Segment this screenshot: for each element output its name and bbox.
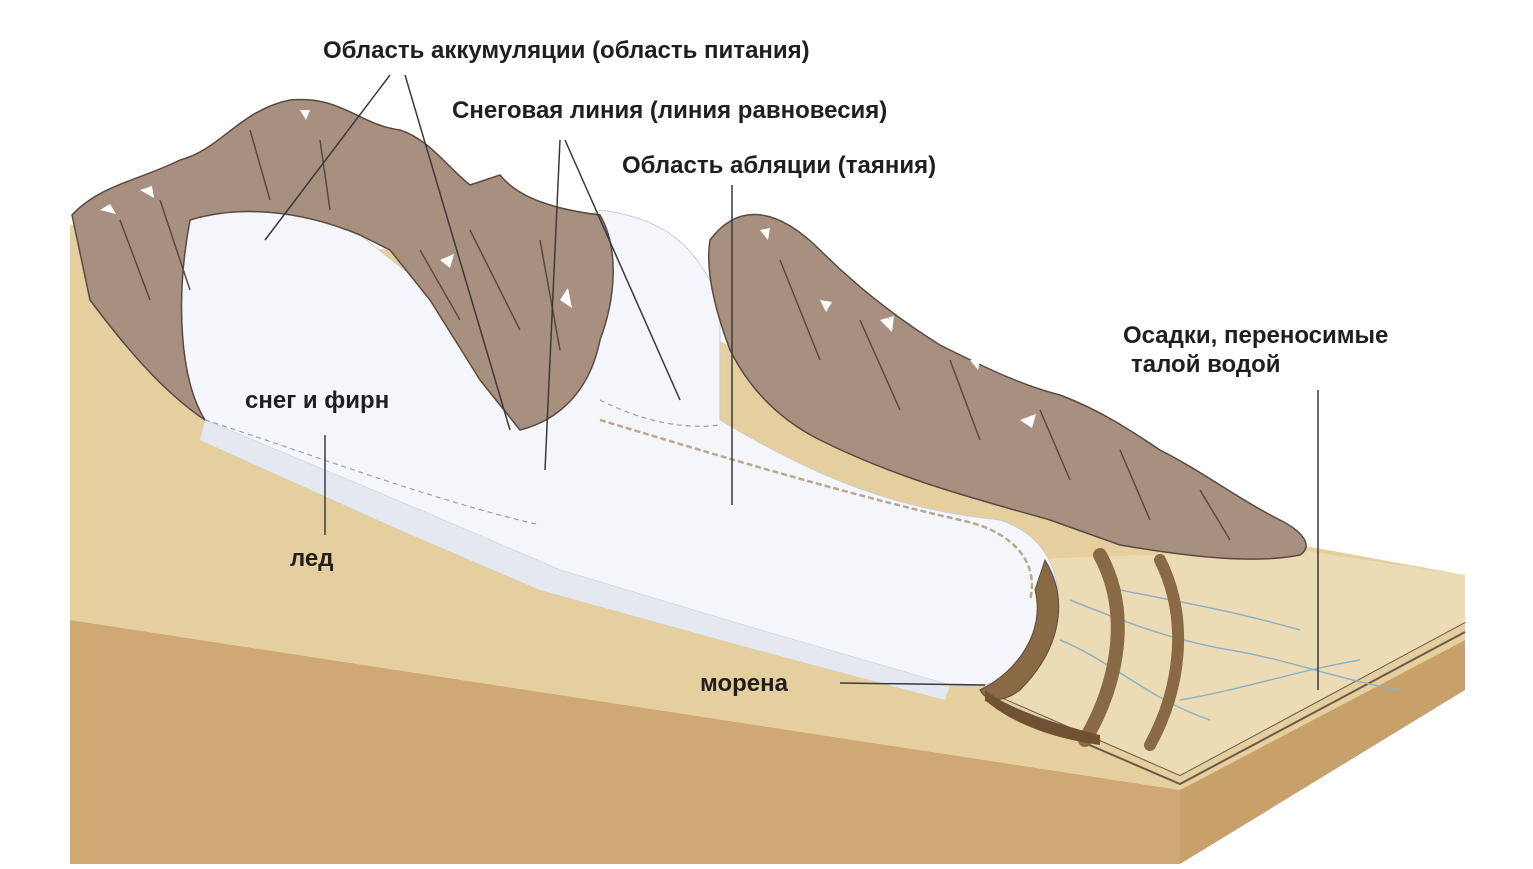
ground-side-face <box>1180 640 1465 864</box>
moraines <box>979 548 1185 751</box>
ground-front-face <box>70 620 1180 864</box>
moraine-cross-section <box>985 690 1100 745</box>
label-ice: лед <box>290 545 334 572</box>
label-meltwater-deposits: Осадки, переносимые талой водой <box>1123 322 1388 380</box>
label-meltwater-line2: талой водой <box>1131 350 1281 378</box>
mountain-creases <box>119 129 1231 541</box>
mountain-left <box>71 98 614 431</box>
leader-snowline <box>544 139 681 471</box>
recessional-moraine-1 <box>1078 548 1125 747</box>
glacier-front-shade <box>200 420 950 700</box>
mountain-right <box>707 213 1307 560</box>
label-snow-and-firn: снег и фирн <box>245 387 390 414</box>
outwash-plain <box>985 550 1465 775</box>
mountains <box>71 98 1307 560</box>
label-moraine: морена <box>700 670 788 697</box>
ice-layers <box>204 399 721 526</box>
glacier-body <box>181 209 1059 700</box>
recessional-moraine-2 <box>1144 554 1185 751</box>
label-meltwater-line1: Осадки, переносимые <box>1123 322 1389 349</box>
label-accumulation-zone: Область аккумуляции (область питания) <box>323 37 810 64</box>
label-ablation-zone: Область абляции (таяния) <box>622 152 937 179</box>
leader-accumulation <box>264 74 511 431</box>
label-snow-line: Снеговая линия (линия равновесия) <box>452 97 888 124</box>
leader-lines <box>264 74 1319 690</box>
meltwater-streams <box>1059 589 1401 721</box>
leader-moraine <box>839 682 986 686</box>
equilibrium-line <box>599 418 1034 601</box>
